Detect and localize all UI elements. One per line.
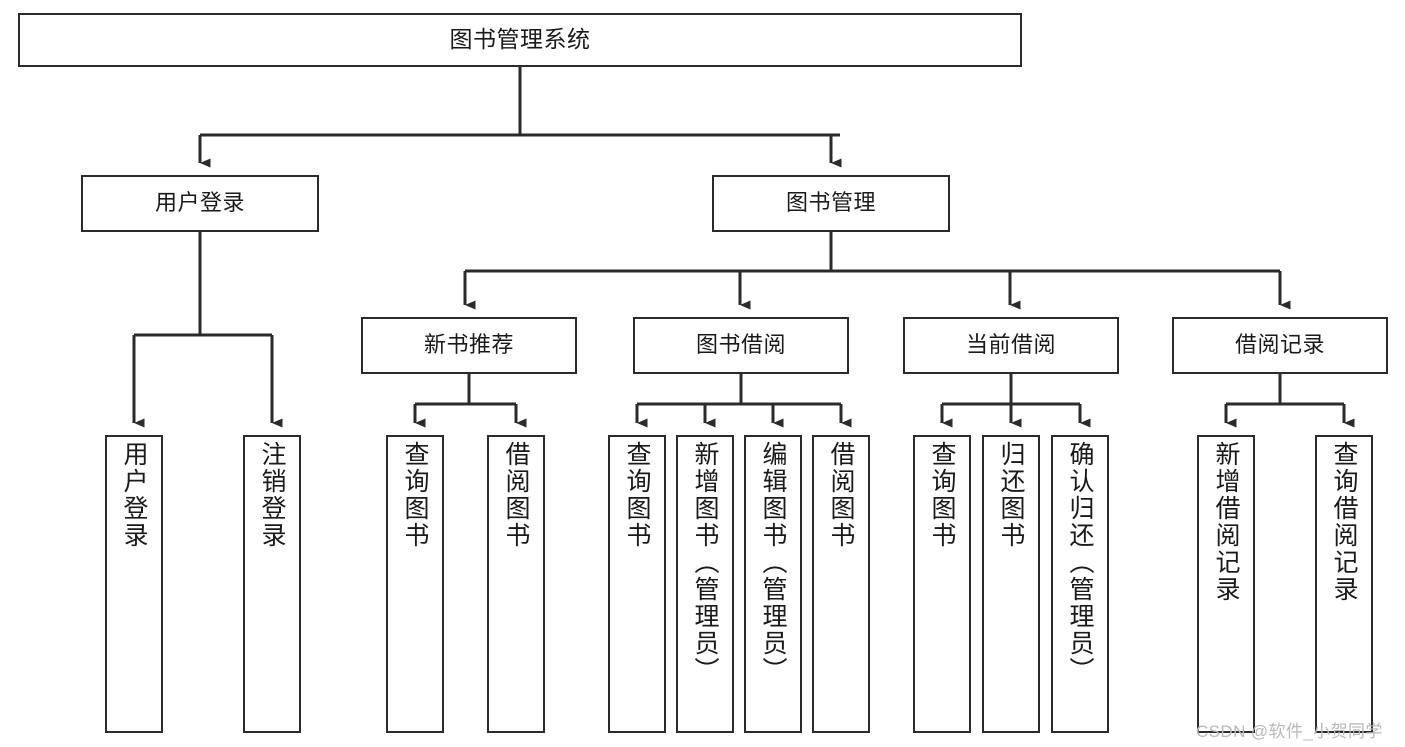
node-leaf-user-login-label: 用户登录 (120, 441, 148, 549)
node-current-borrow-label: 当前借阅 (965, 332, 1056, 358)
node-leaf-query-book-rec-label: 查询图书 (401, 441, 429, 549)
node-root-system[interactable]: 图书管理系统 (18, 13, 1022, 67)
node-leaf-query-book-borrow[interactable]: 查询图书 (608, 435, 666, 733)
node-current-borrow[interactable]: 当前借阅 (903, 317, 1119, 374)
connector-newbook-to-leaves (413, 374, 527, 428)
node-leaf-confirm-return[interactable]: 确认归还（管理员） (1051, 435, 1109, 733)
node-leaf-add-book[interactable]: 新增图书（管理员） (676, 435, 734, 733)
node-leaf-add-book-label: 新增图书（管理员） (691, 441, 719, 684)
node-leaf-return-book[interactable]: 归还图书 (982, 435, 1040, 733)
node-book-manage[interactable]: 图书管理 (712, 175, 950, 232)
node-leaf-user-login[interactable]: 用户登录 (105, 435, 163, 733)
node-leaf-edit-book[interactable]: 编辑图书（管理员） (744, 435, 802, 733)
connector-bookborrow-to-leaves (635, 374, 852, 428)
node-new-book-rec[interactable]: 新书推荐 (361, 317, 577, 374)
node-book-manage-label: 图书管理 (785, 190, 876, 216)
node-new-book-rec-label: 新书推荐 (423, 332, 514, 358)
node-leaf-borrow-book-label: 借阅图书 (827, 441, 855, 549)
node-leaf-query-borrow-record-label: 查询借阅记录 (1330, 441, 1358, 603)
node-borrow-record[interactable]: 借阅记录 (1172, 317, 1388, 374)
node-borrow-record-label: 借阅记录 (1234, 332, 1325, 358)
node-user-login-label: 用户登录 (154, 190, 245, 216)
node-leaf-confirm-return-label: 确认归还（管理员） (1066, 441, 1094, 684)
connector-currentborrow-to-leaves (940, 374, 1091, 428)
node-leaf-borrow-book-rec[interactable]: 借阅图书 (487, 435, 545, 733)
csdn-watermark-text: CSDN @软件_小贺同学 (1196, 722, 1383, 741)
node-root-system-label: 图书管理系统 (449, 26, 591, 53)
node-leaf-add-borrow-record-label: 新增借阅记录 (1212, 441, 1240, 603)
node-leaf-query-borrow-record[interactable]: 查询借阅记录 (1315, 435, 1373, 733)
node-leaf-return-book-label: 归还图书 (997, 441, 1025, 549)
node-leaf-query-book-borrow-label: 查询图书 (623, 441, 651, 549)
node-leaf-query-book-current[interactable]: 查询图书 (913, 435, 971, 733)
node-leaf-query-book-rec[interactable]: 查询图书 (386, 435, 444, 733)
node-book-borrow-label: 图书借阅 (695, 332, 786, 358)
node-leaf-borrow-book[interactable]: 借阅图书 (812, 435, 870, 733)
node-leaf-user-logout[interactable]: 注销登录 (243, 435, 301, 733)
node-leaf-query-book-current-label: 查询图书 (928, 441, 956, 549)
connector-root-to-level2 (198, 67, 842, 168)
node-leaf-add-borrow-record[interactable]: 新增借阅记录 (1197, 435, 1255, 733)
node-user-login[interactable]: 用户登录 (81, 175, 319, 232)
connector-borrowrecord-to-leaves (1224, 374, 1355, 428)
node-leaf-borrow-book-rec-label: 借阅图书 (502, 441, 530, 549)
node-leaf-user-logout-label: 注销登录 (258, 441, 286, 549)
connector-userlogin-to-leaves (132, 232, 283, 428)
connector-bookmanage-to-level3 (463, 232, 1291, 310)
csdn-watermark: CSDN @软件_小贺同学 (1196, 717, 1383, 742)
node-book-borrow[interactable]: 图书借阅 (633, 317, 849, 374)
node-leaf-edit-book-label: 编辑图书（管理员） (759, 441, 787, 684)
